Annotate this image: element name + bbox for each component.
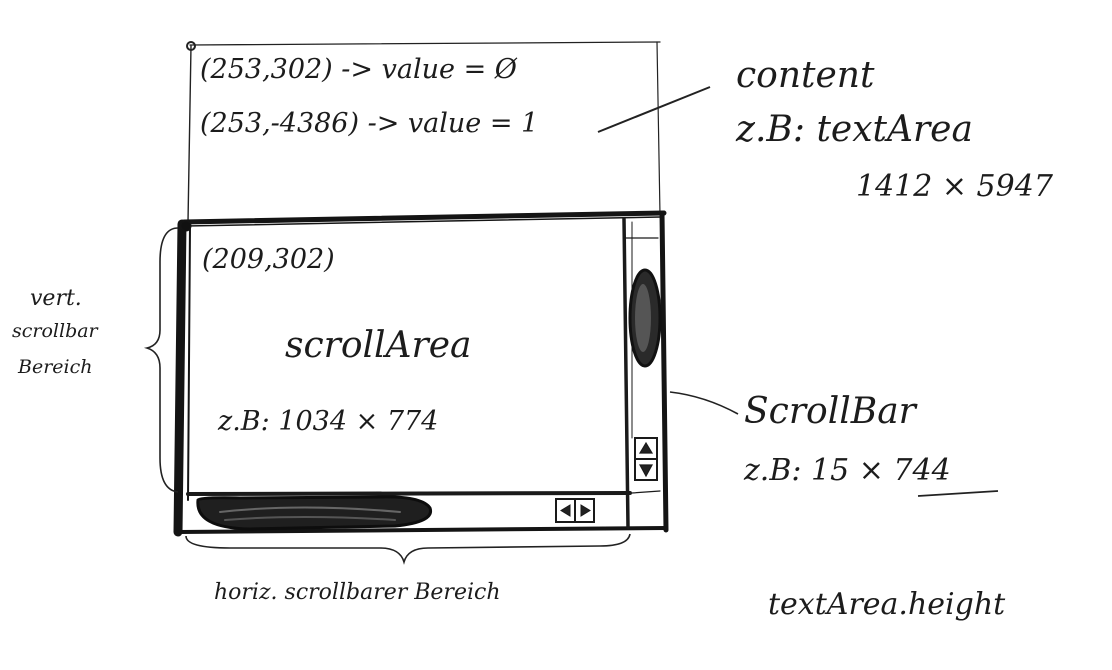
scroll-down-icon[interactable] <box>638 464 654 478</box>
content-pointer-line <box>597 86 711 133</box>
content-coord-top: (253,302) -> value = Ø <box>200 54 517 85</box>
vert-label-line3: Bereich <box>18 356 93 378</box>
scroll-area-size: z.B: 1034 × 774 <box>218 406 439 437</box>
scroll-area-origin: (209,302) <box>202 244 335 275</box>
content-label-example: z.B: textArea <box>736 109 973 150</box>
origin-dot-content <box>186 41 196 51</box>
horizontal-scroll-thumb[interactable] <box>196 495 433 531</box>
scroll-area-frame <box>173 210 669 537</box>
content-label-title: content <box>736 55 875 96</box>
vert-brace <box>143 227 179 493</box>
scrollbar-pointer-line <box>669 391 739 415</box>
scroll-up-icon[interactable] <box>638 441 654 454</box>
scrollbar-label-title: ScrollBar <box>744 391 916 432</box>
horiz-label: horiz. scrollbarer Bereich <box>214 580 501 605</box>
footer-note: textArea.height <box>768 587 1006 622</box>
content-box <box>186 41 661 223</box>
vert-label-line1: vert. <box>30 286 82 311</box>
scrollbar-label-size: z.B: 15 × 744 <box>744 453 951 488</box>
content-coord-bottom: (253,-4386) -> value = 1 <box>200 108 539 139</box>
horiz-brace <box>185 533 631 565</box>
scroll-right-icon[interactable] <box>580 504 591 517</box>
scroll-left-icon[interactable] <box>560 504 571 517</box>
scroll-area-title: scrollArea <box>285 325 472 366</box>
underline-744 <box>917 490 999 497</box>
content-label-size: 1412 × 5947 <box>856 169 1053 204</box>
vert-label-line2: scrollbar <box>12 320 98 342</box>
horizontal-scrollbar <box>186 491 632 531</box>
vertical-scrollbar <box>622 217 662 529</box>
vertical-scroll-thumb[interactable] <box>628 268 662 368</box>
origin-dot-scroll-area <box>180 220 192 232</box>
